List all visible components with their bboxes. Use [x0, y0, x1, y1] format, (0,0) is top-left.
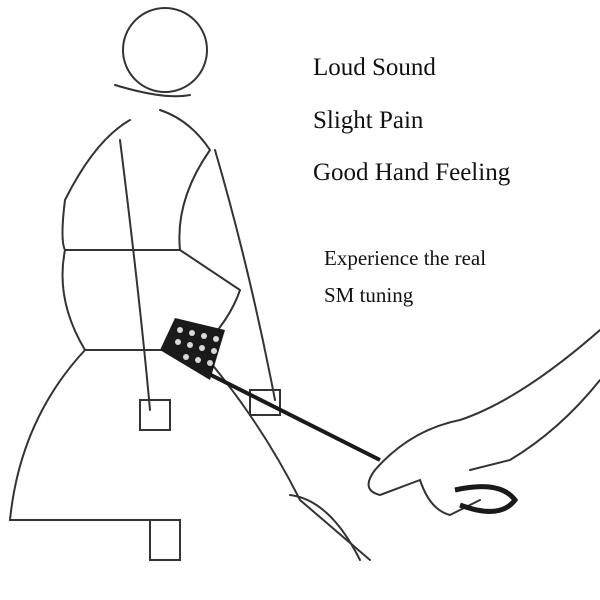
- tagline-line-1: Experience the real: [324, 246, 487, 270]
- feature-loud-sound: Loud Sound: [313, 54, 436, 81]
- feature-slight-pain: Slight Pain: [313, 107, 424, 134]
- feature-good-hand-feeling: Good Hand Feeling: [313, 159, 511, 186]
- hand-outline: [367, 329, 600, 517]
- spiked-paddle: [160, 318, 519, 514]
- figure-outline: [8, 7, 371, 561]
- tagline-line-2: SM tuning: [324, 283, 414, 307]
